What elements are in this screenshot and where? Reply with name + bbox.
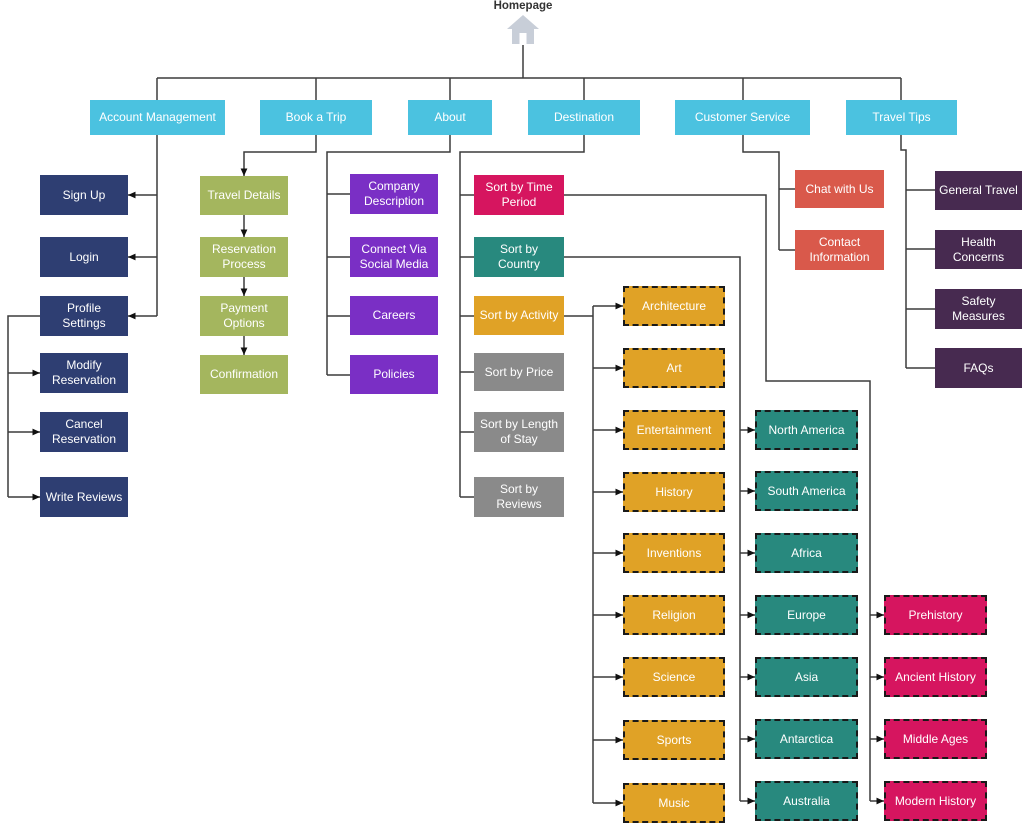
arrowhead <box>615 611 623 619</box>
node-architecture[interactable]: Architecture <box>623 286 725 326</box>
node-modern-history[interactable]: Modern History <box>884 781 987 821</box>
arrowhead <box>615 549 623 557</box>
arrowhead <box>747 673 755 681</box>
arrowhead <box>32 493 40 501</box>
node-about[interactable]: About <box>408 100 492 135</box>
connector-line <box>243 135 317 176</box>
node-customer-service[interactable]: Customer Service <box>675 100 810 135</box>
connector-line <box>900 135 907 368</box>
node-sort-by-time-period[interactable]: Sort by Time Period <box>474 175 564 215</box>
node-sort-by-country[interactable]: Sort by Country <box>474 237 564 277</box>
node-sign-up[interactable]: Sign Up <box>40 175 128 215</box>
arrowhead <box>747 797 755 805</box>
connector-line <box>564 194 871 801</box>
home-icon[interactable] <box>506 13 540 45</box>
node-religion[interactable]: Religion <box>623 595 725 635</box>
arrowhead <box>747 549 755 557</box>
node-entertainment[interactable]: Entertainment <box>623 410 725 450</box>
node-south-america[interactable]: South America <box>755 471 858 511</box>
node-careers[interactable]: Careers <box>350 296 438 335</box>
node-account-management[interactable]: Account Management <box>90 100 225 135</box>
connector-line <box>742 135 780 250</box>
node-travel-tips[interactable]: Travel Tips <box>846 100 957 135</box>
arrowhead <box>128 312 136 320</box>
node-login[interactable]: Login <box>40 237 128 277</box>
node-contact-information[interactable]: Contact Information <box>795 230 884 270</box>
node-chat-with-us[interactable]: Chat with Us <box>795 170 884 208</box>
node-payment-options[interactable]: Payment Options <box>200 296 288 336</box>
node-ancient-history[interactable]: Ancient History <box>884 657 987 697</box>
node-reservation-process[interactable]: Reservation Process <box>200 237 288 277</box>
arrowhead <box>876 611 884 619</box>
node-sort-by-price[interactable]: Sort by Price <box>474 353 564 391</box>
node-destination[interactable]: Destination <box>528 100 640 135</box>
node-confirmation[interactable]: Confirmation <box>200 355 288 394</box>
arrowhead <box>240 288 248 296</box>
arrowhead <box>747 426 755 434</box>
node-asia[interactable]: Asia <box>755 657 858 697</box>
arrowhead <box>128 253 136 261</box>
arrowhead <box>876 797 884 805</box>
node-africa[interactable]: Africa <box>755 533 858 573</box>
arrowhead <box>876 673 884 681</box>
arrowhead <box>747 487 755 495</box>
node-safety-measures[interactable]: Safety Measures <box>935 289 1022 329</box>
node-antarctica[interactable]: Antarctica <box>755 719 858 759</box>
node-prehistory[interactable]: Prehistory <box>884 595 987 635</box>
node-write-reviews[interactable]: Write Reviews <box>40 477 128 517</box>
arrowhead <box>240 229 248 237</box>
node-history[interactable]: History <box>623 472 725 512</box>
connector-line <box>564 256 741 801</box>
node-book-a-trip[interactable]: Book a Trip <box>260 100 372 135</box>
arrowhead <box>32 369 40 377</box>
node-modify-reservation[interactable]: Modify Reservation <box>40 353 128 393</box>
arrowhead <box>615 488 623 496</box>
node-australia[interactable]: Australia <box>755 781 858 821</box>
node-inventions[interactable]: Inventions <box>623 533 725 573</box>
node-policies[interactable]: Policies <box>350 355 438 394</box>
connector-line <box>459 135 585 497</box>
arrowhead <box>615 302 623 310</box>
node-faqs[interactable]: FAQs <box>935 348 1022 388</box>
node-company-description[interactable]: Company Description <box>350 174 438 214</box>
node-sort-by-length-of-stay[interactable]: Sort by Length of Stay <box>474 412 564 452</box>
node-science[interactable]: Science <box>623 657 725 697</box>
arrowhead <box>615 799 623 807</box>
arrowhead <box>615 673 623 681</box>
home-icon-shape <box>507 15 539 44</box>
node-north-america[interactable]: North America <box>755 410 858 450</box>
connector-line <box>326 135 451 375</box>
node-cancel-reservation[interactable]: Cancel Reservation <box>40 412 128 452</box>
node-music[interactable]: Music <box>623 783 725 823</box>
node-sports[interactable]: Sports <box>623 720 725 760</box>
homepage-label: Homepage <box>493 0 553 12</box>
arrowhead <box>240 168 248 176</box>
arrowhead <box>615 364 623 372</box>
node-art[interactable]: Art <box>623 348 725 388</box>
arrowhead <box>615 426 623 434</box>
node-general-travel[interactable]: General Travel <box>935 171 1022 210</box>
node-health-concerns[interactable]: Health Concerns <box>935 230 1022 269</box>
node-middle-ages[interactable]: Middle Ages <box>884 719 987 759</box>
node-sort-by-reviews[interactable]: Sort by Reviews <box>474 477 564 517</box>
connector-line <box>7 315 40 497</box>
arrowhead <box>747 735 755 743</box>
arrowhead <box>747 611 755 619</box>
arrowhead <box>128 191 136 199</box>
node-connect-via-social-media[interactable]: Connect Via Social Media <box>350 237 438 277</box>
arrowhead <box>240 347 248 355</box>
node-sort-by-activity[interactable]: Sort by Activity <box>474 296 564 335</box>
node-europe[interactable]: Europe <box>755 595 858 635</box>
node-profile-settings[interactable]: Profile Settings <box>40 296 128 336</box>
arrowhead <box>615 736 623 744</box>
arrowhead <box>32 428 40 436</box>
node-travel-details[interactable]: Travel Details <box>200 176 288 215</box>
arrowhead <box>876 735 884 743</box>
